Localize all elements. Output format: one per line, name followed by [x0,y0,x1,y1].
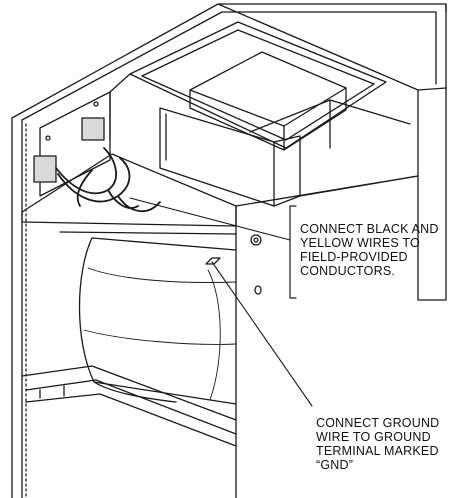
blower-housing [78,237,237,405]
callout-line: “GND” [316,458,354,472]
callout-line: CONDUCTORS. [300,264,396,278]
ground-terminal [205,257,221,265]
plenum-box [109,21,387,151]
cabinet-shell [11,3,447,498]
callout-connect-wires: CONNECT BLACK AND YELLOW WIRES TO FIELD-… [300,222,439,278]
base-rails [21,365,237,447]
callout-line: CONNECT BLACK AND [300,222,439,236]
callout-line: CONNECT GROUND [316,416,440,430]
control-panel [33,91,111,197]
callout-line: TERMINAL MARKED [316,444,439,458]
front-right-post [235,175,419,498]
callout-bracket [289,205,297,299]
callout-line: YELLOW WIRES TO [300,236,420,250]
callout-line: FIELD-PROVIDED [300,250,408,264]
callout-line: WIRE TO GROUND [316,430,431,444]
callout-connect-ground: CONNECT GROUND WIRE TO GROUND TERMINAL M… [316,416,439,472]
leader-lines [129,197,313,407]
